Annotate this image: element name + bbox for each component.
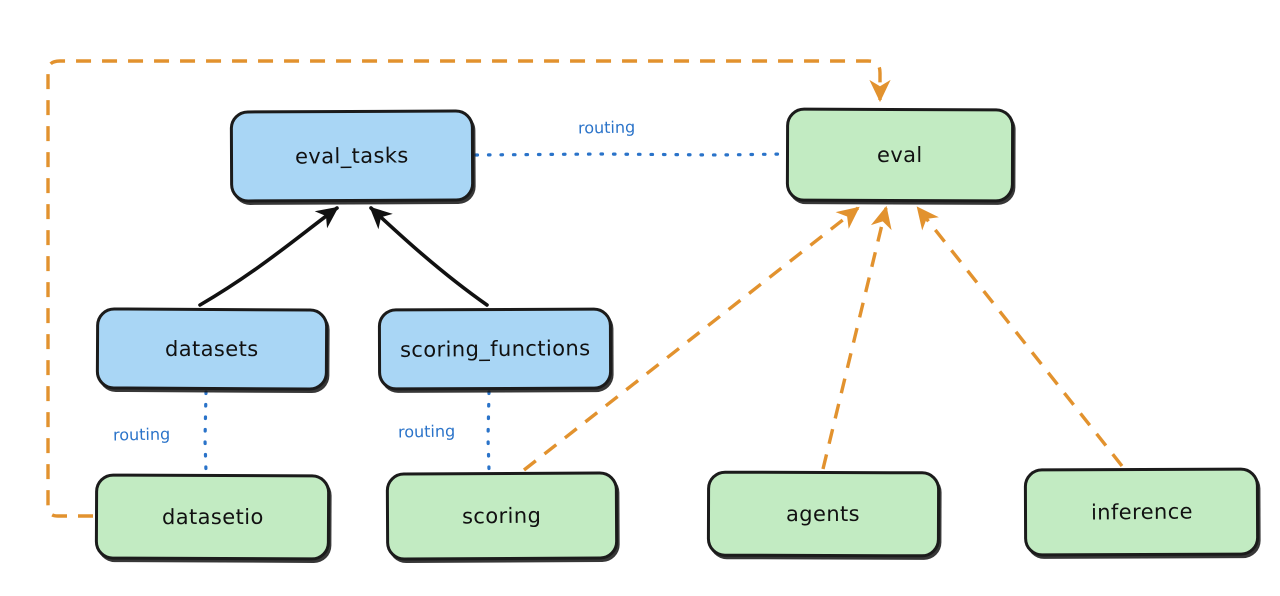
edge-datasets-eval_tasks <box>198 206 339 307</box>
node-datasets[interactable]: datasets <box>95 307 329 391</box>
node-label: eval_tasks <box>295 143 409 169</box>
edge-datasets-datasetio <box>203 390 208 474</box>
edge-eval_tasks-eval <box>474 152 786 157</box>
edge-label-routing-middle: routing <box>397 421 456 442</box>
node-label: scoring <box>462 503 542 529</box>
edge-agents-eval <box>821 205 892 470</box>
edge-scoring_functions-scoring <box>486 390 491 472</box>
node-label: eval <box>877 142 923 168</box>
node-scoring-functions[interactable]: scoring_functions <box>377 307 613 391</box>
node-label: inference <box>1090 499 1193 525</box>
node-scoring[interactable]: scoring <box>385 471 619 561</box>
node-label: scoring_functions <box>399 336 591 362</box>
node-eval[interactable]: eval <box>785 107 1015 203</box>
node-inference[interactable]: inference <box>1023 467 1260 557</box>
edge-label-routing-top: routing <box>577 117 636 138</box>
node-label: datasetio <box>161 504 264 530</box>
edge-scoring_functions-eval_tasks <box>369 206 489 307</box>
edge-inference-eval <box>916 206 1124 468</box>
node-agents[interactable]: agents <box>706 470 941 558</box>
node-datasetio[interactable]: datasetio <box>94 473 331 561</box>
edge-label-routing-left: routing <box>112 424 171 445</box>
node-eval-tasks[interactable]: eval_tasks <box>229 109 475 203</box>
node-label: datasets <box>165 336 259 362</box>
node-label: agents <box>786 501 861 527</box>
